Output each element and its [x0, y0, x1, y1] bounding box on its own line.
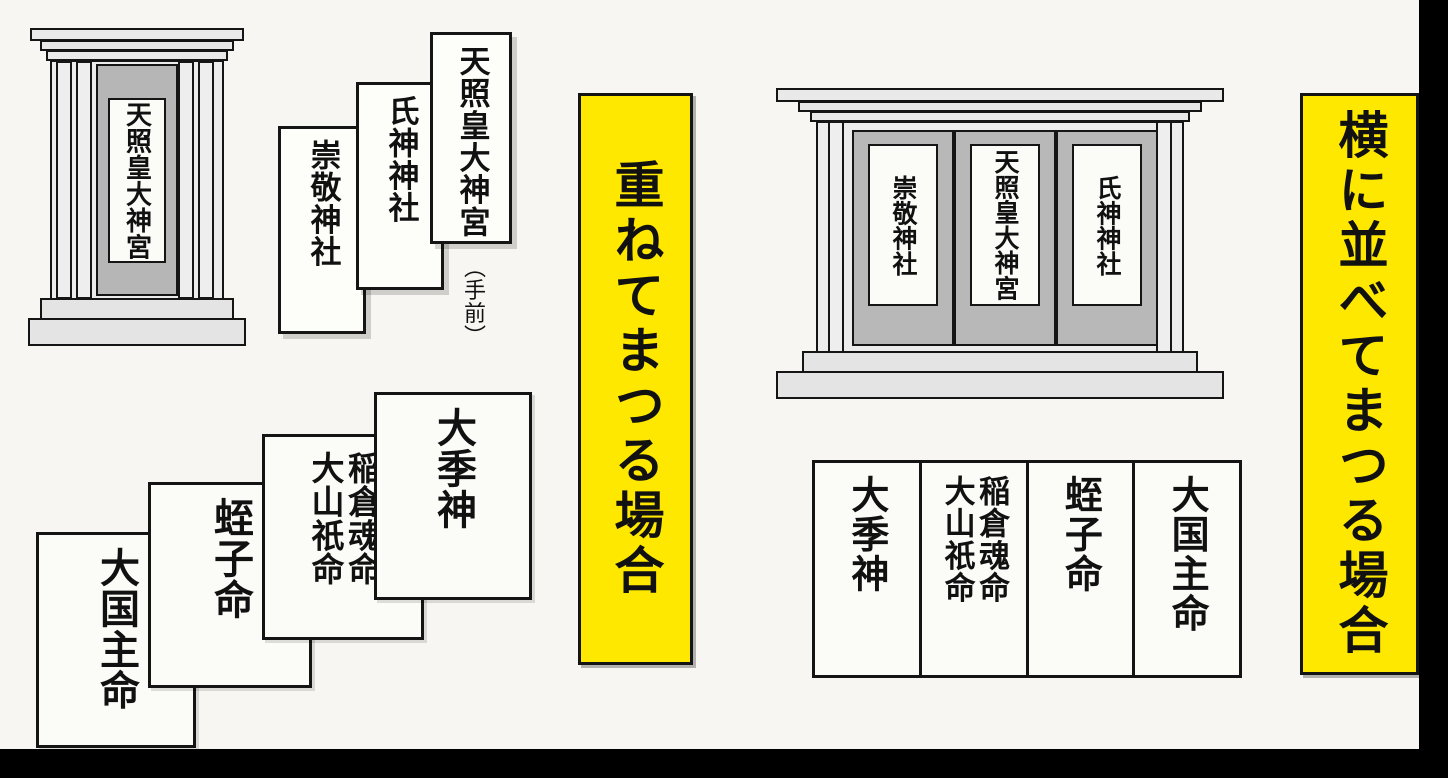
deity-card-otoshi: 大季神	[374, 392, 532, 600]
shrine-bay-right: 氏神神社	[1056, 130, 1158, 346]
shrine-base-tier-2	[776, 371, 1224, 399]
deity-table-label: 大季神	[844, 475, 890, 594]
banner-label: 重ねてまつる場合	[606, 159, 666, 599]
ofuda-card-ujigami-jinja: 氏神神社	[356, 82, 444, 290]
banner-label: 横に並べてまつる場合	[1330, 109, 1390, 659]
ofuda-label: 天照皇大神宮	[121, 100, 152, 261]
shrine-pillar-right-outer	[198, 61, 214, 299]
deity-card-label: 大国主命	[93, 547, 140, 711]
ofuda-label: 崇敬神社	[889, 174, 918, 276]
banner-side-by-side-method: 横に並べてまつる場合	[1300, 93, 1419, 675]
banner-stacked-method: 重ねてまつる場合	[578, 93, 693, 665]
shrine-roof-tier-1	[776, 88, 1224, 102]
shrine-bay-center: 天照皇大神宮	[954, 130, 1056, 346]
ofuda-label: 氏神神社	[1093, 174, 1122, 276]
shrine-ofuda-ujigami-jinja: 氏神神社	[1072, 144, 1142, 306]
deity-card-label-left: 大山祇命	[306, 451, 345, 586]
ofuda-card-label: 氏神神社	[382, 95, 419, 224]
deity-table-cell-otoshi: 大季神	[815, 463, 922, 675]
shrine-pillar-left-outer	[56, 61, 72, 299]
shrine-pillar-right	[1156, 121, 1172, 353]
shrine-pillar-left-inner	[76, 61, 92, 299]
ofuda-card-label: 天照皇大神宮	[453, 45, 490, 239]
deity-table-label: 大国主命	[1165, 475, 1211, 634]
ofuda-card-label: 崇敬神社	[304, 139, 341, 268]
shrine-ofuda-amaterasu: 天照皇大神宮	[108, 98, 166, 263]
front-note-label: （手前）	[460, 256, 485, 348]
paper-background: 天照皇大神宮 崇敬神社 氏神神社 天照皇大神宮 （手前） 大国主命 蛭子命 稲倉…	[0, 0, 1419, 749]
shrine-pillar-left	[828, 121, 844, 353]
ofuda-label: 天照皇大神宮	[991, 149, 1020, 301]
shrine-base-tier-2	[28, 318, 246, 346]
deity-table-columns: 稲倉魂命 大山祇命	[938, 475, 1010, 604]
ofuda-card-amaterasu: 天照皇大神宮	[430, 32, 512, 244]
shrine-pillar-right-inner	[178, 61, 194, 299]
shrine-bay-left: 崇敬神社	[852, 130, 954, 346]
three-door-shrine-illustration: 崇敬神社 天照皇大神宮 氏神神社	[772, 88, 1228, 400]
deity-table-label: 蛭子命	[1058, 475, 1104, 594]
deity-table-cell-hiruko: 蛭子命	[1029, 463, 1136, 675]
deity-table-cell-okuninushi: 大国主命	[1135, 463, 1239, 675]
deity-card-label: 蛭子命	[207, 497, 254, 620]
shrine-ofuda-sukei-jinja: 崇敬神社	[868, 144, 938, 306]
ofuda-card-sukei-jinja: 崇敬神社	[278, 126, 366, 334]
shrine-base-tier-1	[40, 298, 234, 320]
shrine-ofuda-amaterasu: 天照皇大神宮	[970, 144, 1040, 306]
shrine-base-tier-1	[802, 351, 1198, 373]
deity-table: 大季神 稲倉魂命 大山祇命 蛭子命 大国主命	[812, 460, 1242, 678]
front-position-note: （手前）	[452, 256, 492, 348]
deity-table-label-left: 大山祇命	[938, 475, 975, 604]
deity-table-label-right: 稲倉魂命	[973, 475, 1010, 604]
one-door-shrine-illustration: 天照皇大神宮	[26, 28, 248, 348]
deity-table-cell-inari-oyamazumi: 稲倉魂命 大山祇命	[922, 463, 1029, 675]
deity-card-columns: 稲倉魂命 大山祇命	[306, 451, 382, 586]
deity-card-label: 大季神	[430, 407, 477, 530]
